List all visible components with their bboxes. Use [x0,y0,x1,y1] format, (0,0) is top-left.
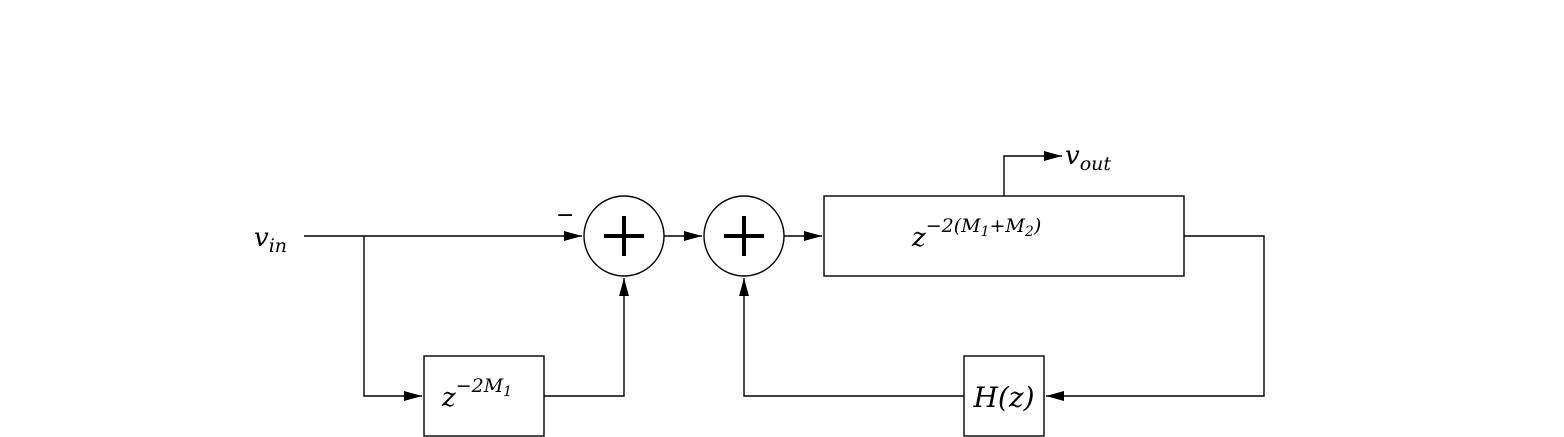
filter-block-label: H(z) [972,381,1034,414]
filter-block [963,355,1045,437]
feedforward-branch-wire [363,236,422,401]
input-label: vin [254,223,287,257]
feedback-wire [1046,235,1265,401]
filter-output-wire [739,278,964,397]
summer1-minus-sign: − [556,203,574,228]
output-tap-wire [1003,151,1062,196]
summer-2 [703,195,785,277]
delay-block-m1-label: z−2M1 [441,375,512,413]
output-label: vout [1065,141,1111,175]
delay-block-m1-m2-label: z−2(M1+M2) [911,215,1041,253]
summer-1 [583,195,665,277]
delay-m1-output-wire [544,278,629,397]
